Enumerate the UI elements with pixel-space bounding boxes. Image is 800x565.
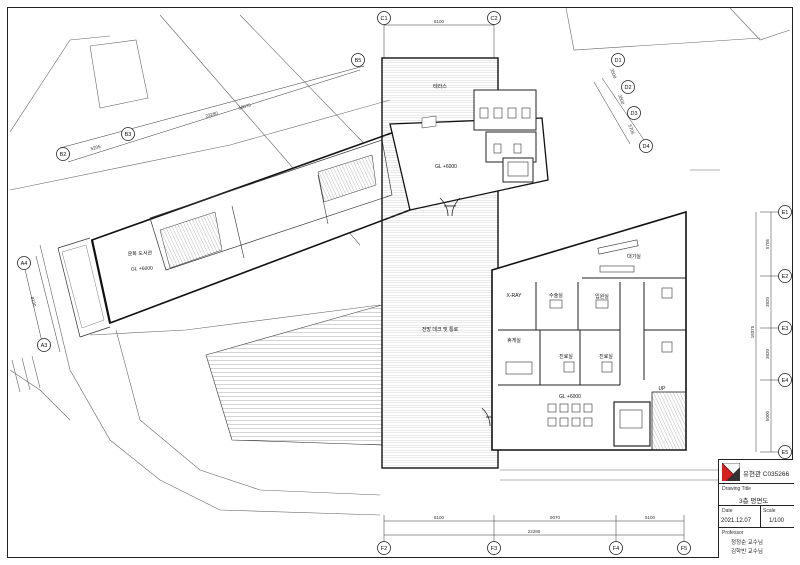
room-waiting: 대기실 <box>627 253 641 260</box>
dim-right-2: 3820 <box>765 296 770 307</box>
scale-value: 1/100 <box>769 518 785 524</box>
dim-right-total: 18375 <box>750 325 755 338</box>
room-gl-clinic: GL +6000 <box>559 394 581 400</box>
dim-bottom-2: 9070 <box>550 515 561 520</box>
grid-label-b5: B5 <box>355 58 362 64</box>
deck-wing <box>381 57 549 469</box>
grid-labels: C1 C2 B5 B3 B2 D1 D2 D3 D4 A4 A3 E1 E2 E… <box>21 16 789 552</box>
dimension-labels: 8100 23280 18075 5205 3500 3500 5705 810… <box>30 19 770 534</box>
room-gl-top: GL +6000 <box>435 164 457 170</box>
grid-lines <box>23 24 790 545</box>
room-deck: 전망 데크 및 통로 <box>422 326 459 333</box>
dim-right-1: 5705 <box>765 238 770 249</box>
grid-label-e2: E2 <box>782 274 789 280</box>
stair-up-label: UP <box>659 386 667 392</box>
title-block-divider <box>760 506 761 528</box>
room-hospital: 입원실 <box>595 293 609 300</box>
scale-caption: Scale <box>763 508 776 514</box>
dim-d-seg2: 3500 <box>617 94 625 106</box>
room-library: 문화 도서관 <box>128 249 153 257</box>
dim-bottom-3: 5100 <box>645 515 656 520</box>
room-terrace: 테라스 <box>433 83 447 90</box>
professor-2: 김학빈 교수님 <box>731 549 763 555</box>
drawing-title-caption: Drawing Title <box>722 486 751 492</box>
grid-label-d3: D3 <box>630 111 637 117</box>
dim-diag-seg: 18075 <box>238 102 252 110</box>
dim-top: 8100 <box>434 19 445 24</box>
grid-label-d2: D2 <box>624 85 631 91</box>
date-value: 2021.12.07 <box>721 518 752 524</box>
grid-label-f2: F2 <box>381 546 387 552</box>
dim-bottom-total: 22280 <box>528 529 541 534</box>
dim-bottom-1: 8100 <box>434 515 445 520</box>
title-block: 유현관 C035266 Drawing Title 3층 평면도 Date Sc… <box>718 459 794 559</box>
grid-label-c2: C2 <box>490 16 497 22</box>
grid-label-a4: A4 <box>21 261 28 267</box>
grid-label-e4: E4 <box>782 378 789 384</box>
professor-row: Professor 정정순 교수님 김학빈 교수님 <box>719 528 794 559</box>
dim-diag-total: 23280 <box>205 110 219 118</box>
grid-label-a3: A3 <box>41 343 48 349</box>
grid-label-f3: F3 <box>491 546 497 552</box>
professor-caption: Professor <box>722 530 744 536</box>
lower-roof-hatch <box>205 304 383 446</box>
professor-1: 정정순 교수님 <box>731 540 763 546</box>
grid-label-f5: F5 <box>681 546 687 552</box>
room-exam: 진료실 <box>559 353 573 360</box>
drawing-title: 3층 평면도 <box>739 498 769 505</box>
grid-label-d4: D4 <box>642 144 649 150</box>
room-consult: 진료실 <box>599 353 613 360</box>
title-block-header: 유현관 C035266 <box>719 460 794 484</box>
room-staff: 휴게실 <box>507 337 521 344</box>
library-wing <box>57 128 411 338</box>
clinic-wing <box>491 210 687 451</box>
grid-bubbles <box>17 11 792 555</box>
school-logo-icon <box>722 463 740 481</box>
room-labels: 테라스 GL +6000 문화 도서관 GL +6000 전망 데크 및 통로 … <box>128 83 667 400</box>
author-label: 유현관 C035266 <box>743 471 790 478</box>
dim-d-seg1: 3500 <box>609 68 617 80</box>
date-scale-row: Date Scale 2021.12.07 1/100 <box>719 506 794 528</box>
grid-label-e3: E3 <box>782 326 789 332</box>
date-caption: Date <box>722 508 733 514</box>
dim-left: 8100 <box>30 296 37 307</box>
room-surgery: 수술실 <box>549 292 563 299</box>
grid-label-d1: D1 <box>614 58 621 64</box>
dim-right-4: 5000 <box>765 410 770 421</box>
drawing-title-row: Drawing Title 3층 평면도 <box>719 484 794 506</box>
grid-label-e5: E5 <box>782 450 789 456</box>
dim-b-seg: 5205 <box>90 144 101 152</box>
dim-d-seg3: 5705 <box>627 124 635 136</box>
grid-label-b2: B2 <box>60 152 67 158</box>
room-xray: X-RAY <box>507 293 523 299</box>
site-context <box>9 7 791 516</box>
grid-label-e1: E1 <box>782 210 789 216</box>
grid-label-f4: F4 <box>613 546 619 552</box>
grid-label-c1: C1 <box>380 16 387 22</box>
dim-right-3: 3820 <box>765 348 770 359</box>
drawing-frame <box>7 7 793 558</box>
room-gl-library: GL +6000 <box>131 265 153 272</box>
grid-label-b3: B3 <box>125 132 132 138</box>
